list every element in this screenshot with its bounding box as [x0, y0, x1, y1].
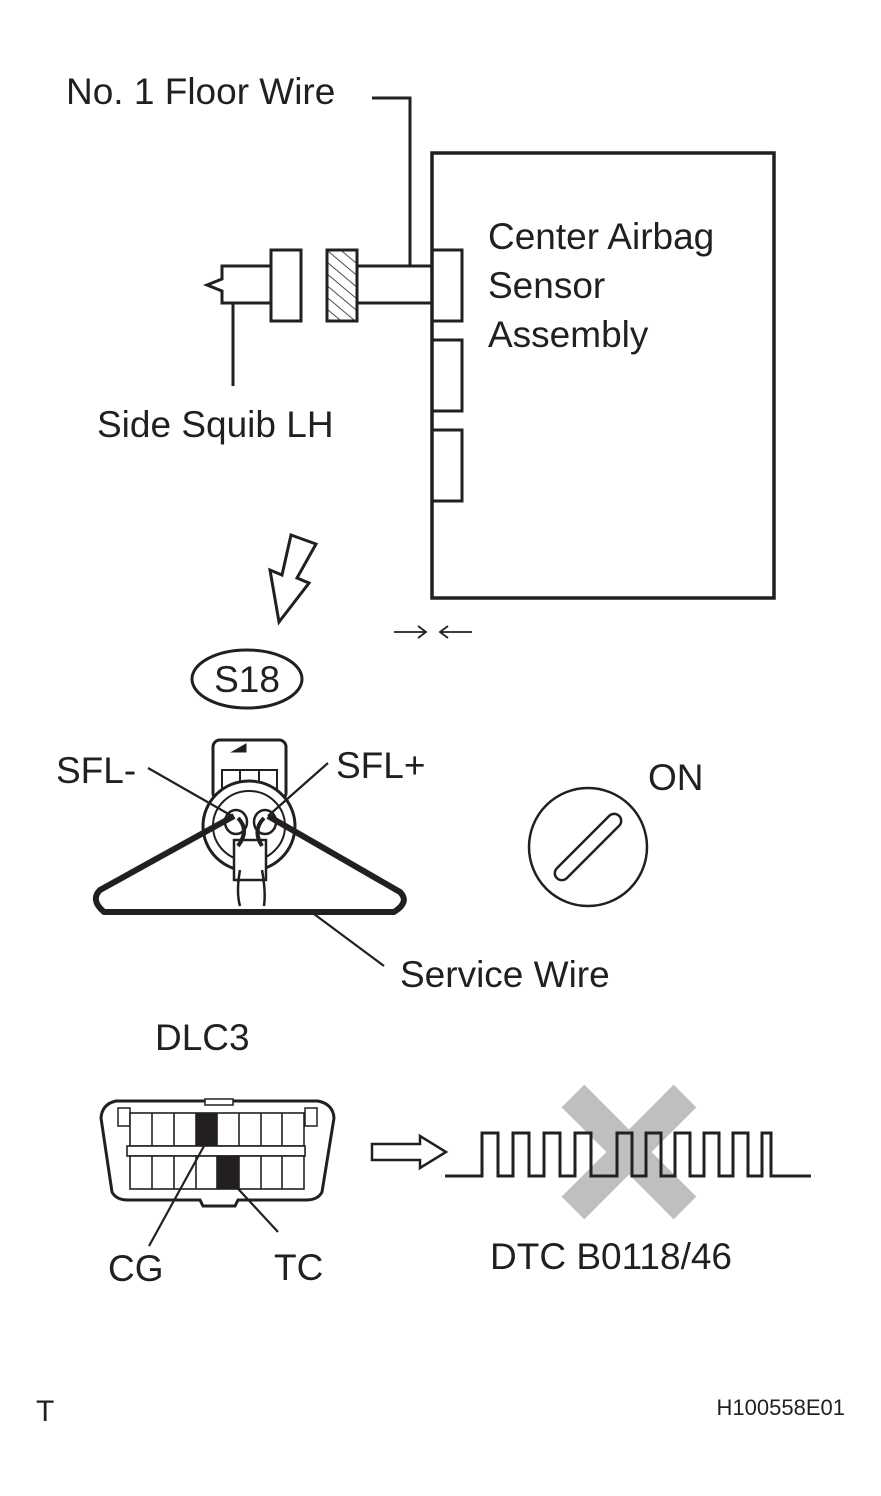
tc-leader [229, 1179, 279, 1233]
x-mark-icon [561, 1084, 697, 1220]
sensor-connector-2 [430, 338, 464, 413]
cg-label: CG [108, 1248, 164, 1289]
ignition-key-slot [553, 812, 623, 882]
figure-code: H100558E01 [717, 1395, 845, 1420]
floor-wire-leader [372, 96, 412, 266]
sfl-minus-leader [147, 767, 233, 817]
ignition-switch-icon [527, 786, 649, 908]
tc-label: TC [274, 1247, 323, 1288]
tc-terminal [217, 1156, 239, 1189]
hatched-connector [325, 248, 359, 323]
side-squib-wire [202, 264, 271, 305]
hollow-right-arrow-icon [370, 1133, 449, 1171]
hollow-down-arrow-icon [268, 533, 319, 626]
gap-arrows-icon [394, 625, 472, 639]
service-wire-label: Service Wire [400, 954, 610, 995]
sfl-plus-label: SFL+ [336, 745, 425, 786]
dlc3-label: DLC3 [155, 1017, 250, 1058]
sensor-label-line1: Center Airbag [488, 216, 714, 257]
sensor-connector-3 [430, 428, 464, 503]
dlc3-connector [99, 1098, 336, 1208]
connector-id-oval [190, 648, 304, 710]
dtc-pulse-waveform [445, 1131, 811, 1178]
sensor-connector-1 [430, 248, 464, 323]
cg-leader [148, 1145, 205, 1247]
service-wire [92, 813, 407, 915]
wire-harness [202, 248, 432, 323]
side-squib-label: Side Squib LH [97, 404, 334, 445]
dtc-code-label: DTC B0118/46 [490, 1236, 732, 1277]
squib-connector [269, 248, 303, 323]
sfl-minus-label: SFL- [56, 750, 136, 791]
cg-terminal [196, 1113, 217, 1146]
connector-id-label: S18 [214, 659, 280, 700]
floor-wire-label: No. 1 Floor Wire [66, 71, 335, 112]
sfl-plus-leader [267, 762, 329, 817]
sensor-label-line3: Assembly [488, 314, 649, 355]
ignition-on-label: ON [648, 757, 704, 798]
corner-mark: T [36, 1395, 54, 1428]
service-wire-leader [313, 913, 385, 967]
sensor-label-line2: Sensor [488, 265, 605, 306]
